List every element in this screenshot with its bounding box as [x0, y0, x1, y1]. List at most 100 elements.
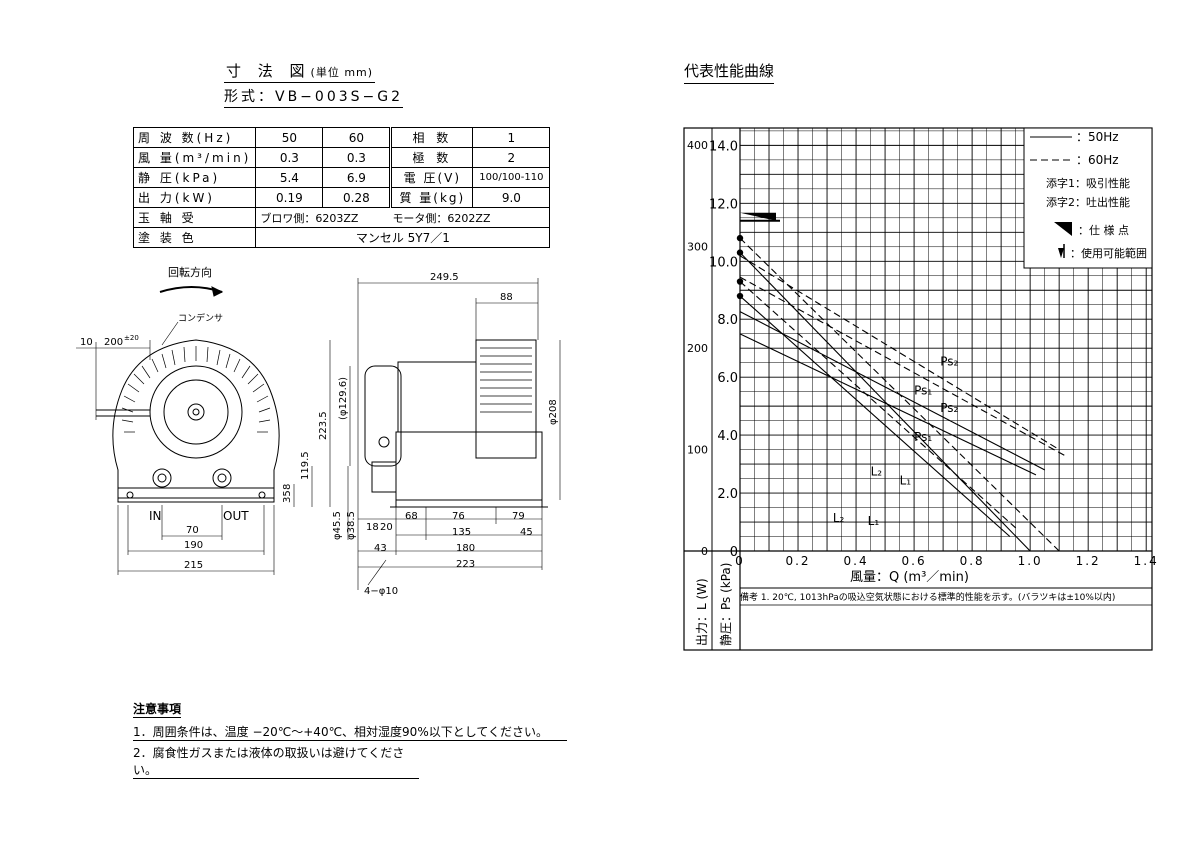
legend-suffix-2: 添字2：吐出性能 — [1046, 195, 1130, 209]
series-line — [739, 281, 1017, 529]
y-tick-label-ps: 2.0 — [717, 487, 738, 502]
chart-note: 備考 1. 20℃, 1013hPaの吸込空気状態における標準的性能を示す。(バ… — [740, 591, 1115, 603]
dim-label: 79 — [512, 511, 525, 522]
legend-suffix-1: 添字1：吸引性能 — [1046, 176, 1130, 190]
in-port-label: IN — [149, 509, 162, 523]
series-line — [739, 333, 1037, 476]
blower-front-body — [112, 339, 280, 499]
dim-label: 18 — [366, 522, 379, 533]
x-tick-label: 1.4 — [1134, 554, 1159, 568]
dim-label: 223.5 — [318, 411, 329, 440]
dim-label: φ38.5 — [346, 511, 357, 540]
dim-label: 215 — [184, 560, 203, 571]
series-point — [736, 278, 744, 285]
y-tick-label-ps: 10.0 — [709, 255, 738, 270]
legend-usable-range: ：使用可能範囲 — [1070, 246, 1147, 260]
table-cell: 0.3 — [255, 147, 324, 168]
table-cell: 相 数 — [389, 127, 474, 148]
chart-frame — [683, 127, 1153, 651]
dim-label: 88 — [500, 292, 513, 303]
table-cell: 5.4 — [255, 167, 324, 188]
dim-label: 190 — [184, 540, 203, 551]
chart-legend — [1023, 127, 1153, 269]
series-line — [739, 311, 1045, 471]
series-point — [736, 292, 744, 300]
series-line — [739, 295, 1011, 537]
series-label: Ps₂ — [940, 355, 958, 369]
spec-table: 周 波 数(Hz) 50 60 相 数 1 風 量(m³/min) 0.3 0.… — [132, 127, 551, 248]
table-cell: 塗 装 色 — [132, 227, 257, 248]
x-tick-label: 1.0 — [1018, 554, 1043, 568]
series-line — [739, 276, 1066, 457]
series-label: Ps₂ — [940, 401, 958, 415]
notes-title: 注意事項 — [133, 702, 182, 718]
dim-label: ±20 — [124, 334, 139, 342]
y-tick-label-ps: 8.0 — [717, 313, 738, 328]
series-line — [739, 252, 1031, 552]
series-point — [736, 249, 744, 256]
performance-title: 代表性能曲線 — [684, 60, 775, 84]
dim-label: 223 — [456, 559, 475, 570]
y-tick-label-l: 0 — [701, 545, 708, 558]
blower-casing — [475, 339, 537, 459]
x-tick-label: 0.6 — [902, 554, 927, 568]
x-axis-label: 風量：Q (m³／min) — [850, 570, 969, 585]
dim-label: 35 — [282, 490, 293, 503]
x-tick-label: 0.4 — [844, 554, 869, 568]
legend-spec-point: ：仕 様 点 — [1078, 223, 1129, 237]
note-item: 1．周囲条件は、温度 −20℃〜+40℃、相対湿度90%以下としてください。 — [133, 723, 567, 741]
dim-label: 4−φ10 — [364, 586, 398, 597]
series-line — [739, 255, 1060, 451]
series-label: Ps₁ — [914, 384, 932, 398]
rotation-label: 回転方向 — [168, 265, 212, 279]
x-tick-label: 0.8 — [960, 554, 985, 568]
series-label: L₁ — [868, 514, 880, 528]
series-point — [736, 234, 744, 242]
dim-label: 20 — [380, 522, 393, 533]
dim-label: 68 — [405, 511, 418, 522]
dim-label: 76 — [452, 511, 465, 522]
y-tick-label-ps: 6.0 — [717, 371, 738, 386]
dim-label: 119.5 — [300, 451, 311, 480]
table-cell: 質 量(kg) — [389, 187, 474, 208]
motor-endcap — [364, 365, 402, 467]
legend-60hz: ：60Hz — [1076, 153, 1119, 167]
out-port-label: OUT — [223, 509, 249, 523]
condenser-label: コンデンサ — [178, 312, 223, 324]
spec-point-icon — [1054, 222, 1072, 236]
y-tick-label-ps: 12.0 — [709, 197, 738, 212]
table-row: 塗 装 色 マンセル 5Y7／1 — [132, 227, 551, 248]
x-tick-label: 0 — [735, 554, 745, 568]
series-label: Ps₁ — [914, 430, 932, 444]
series-label: L₂ — [871, 465, 883, 479]
caution-notes: 注意事項 1．周囲条件は、温度 −20℃〜+40℃、相対湿度90%以下としてくだ… — [133, 700, 567, 779]
dim-label: 10 — [80, 337, 93, 348]
y-tick-label-ps: 0 — [730, 545, 738, 560]
note-item: 2．腐食性ガスまたは液体の取扱いは避けてください。 — [133, 744, 419, 779]
series-label: L₁ — [900, 473, 912, 487]
dim-label: 180 — [456, 543, 475, 554]
y-axis-label-ps: 静圧：Ps (kPa) — [719, 563, 733, 646]
dim-label: 43 — [374, 543, 387, 554]
table-row: 周 波 数(Hz) 50 60 相 数 1 — [132, 127, 551, 148]
dim-label: φ45.5 — [332, 511, 343, 540]
y-tick-label-ps: 14.0 — [709, 139, 738, 154]
dimension-title: 寸 法 図(単位 mm) — [224, 60, 376, 83]
dimension-drawing: 回転方向 コンデンサ IN OUT 10 200 ±20 70 190 215 … — [76, 265, 561, 597]
dim-label: 8 — [282, 484, 293, 490]
y-tick-label-l: 200 — [687, 342, 708, 355]
x-tick-label: 1.2 — [1076, 554, 1101, 568]
table-row: 静 圧(kPa) 5.4 6.9 電 圧(V) 100/100-110 — [132, 167, 551, 188]
bearing-blower: ブロワ側：6203ZZ — [260, 211, 359, 225]
dim-label: (φ129.6) — [338, 377, 349, 420]
spec-point-icon — [740, 212, 776, 221]
y-tick-label-ps: 4.0 — [717, 429, 738, 444]
y-axis-label-l: 出力：L (W) — [695, 578, 709, 646]
usable-range-icon — [1058, 248, 1064, 258]
table-cell: 電 圧(V) — [389, 167, 474, 188]
y-tick-label-l: 100 — [687, 444, 708, 457]
